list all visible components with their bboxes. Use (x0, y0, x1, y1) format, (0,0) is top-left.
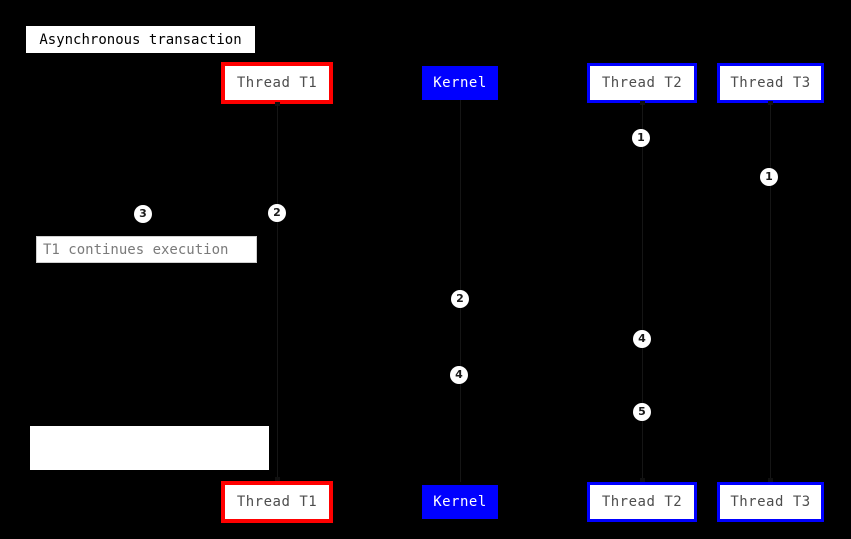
step-badge-5-thread-t2: 5 (633, 403, 651, 421)
lifeline-thread-t3 (770, 103, 771, 482)
participant-thread-t2-top[interactable]: Thread T2 (587, 63, 697, 103)
lifeline-thread-t2 (642, 103, 643, 482)
lifeline-tick-thread-t1-bottom (275, 477, 280, 481)
participant-thread-t1-bottom[interactable]: Thread T1 (221, 481, 333, 523)
participant-thread-t3-top[interactable]: Thread T3 (717, 63, 824, 103)
participant-thread-t3-bottom[interactable]: Thread T3 (717, 482, 824, 522)
step-badge-4-kernel: 4 (450, 366, 468, 384)
note-blank (30, 426, 269, 470)
participant-kernel-top[interactable]: Kernel (422, 66, 498, 100)
lifeline-tick-thread-t3-bottom (768, 478, 773, 482)
step-badge-1-thread-t3: 1 (760, 168, 778, 186)
note-t1-continues-execution: T1 continues execution (36, 236, 257, 263)
participant-kernel-bottom[interactable]: Kernel (422, 485, 498, 519)
lifeline-tick-thread-t2-bottom (640, 478, 645, 482)
step-badge-1-thread-t2: 1 (632, 129, 650, 147)
step-badge-2-kernel: 2 (451, 290, 469, 308)
step-badge-2-thread-t1: 2 (268, 204, 286, 222)
step-badge-3-thread-t1: 3 (134, 205, 152, 223)
step-badge-4-thread-t2: 4 (633, 330, 651, 348)
lifeline-thread-t1 (277, 104, 278, 482)
participant-thread-t1-top[interactable]: Thread T1 (221, 62, 333, 104)
diagram-title-box: Asynchronous transaction (26, 26, 255, 53)
participant-thread-t2-bottom[interactable]: Thread T2 (587, 482, 697, 522)
